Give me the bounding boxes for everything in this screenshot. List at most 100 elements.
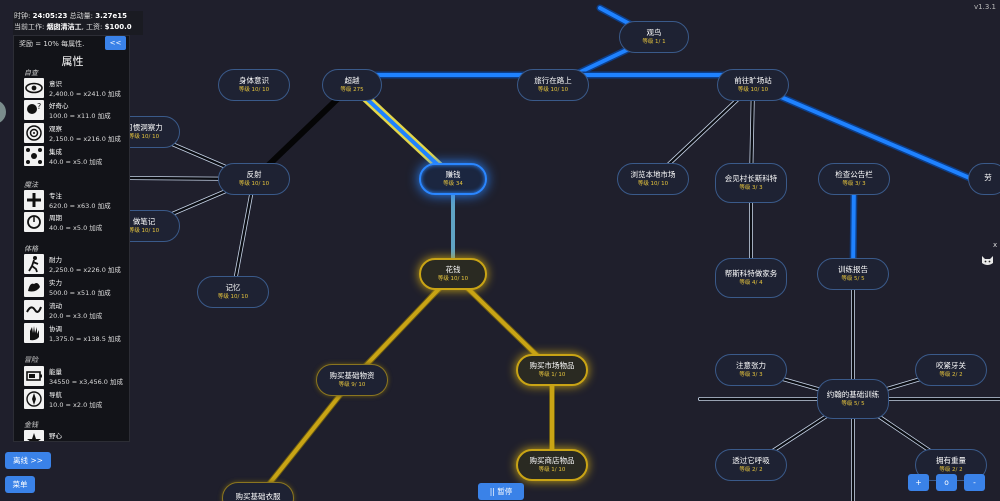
skill-node-qianwang[interactable]: 前往旷场站等级 10/ 10 (717, 69, 789, 101)
skill-node-chaoyue[interactable]: 超越等级 275 (322, 69, 382, 101)
hand-icon (24, 323, 44, 343)
skill-node-level: 等级 10/ 10 (737, 86, 769, 93)
reset-view-button[interactable]: o (936, 474, 957, 491)
skill-node-name: 约翰的基础训练 (826, 390, 880, 400)
attribute-value: 40.0 = x5.0 加成 (49, 224, 103, 232)
skill-node-huijian[interactable]: 会见村长斯科特等级 3/ 3 (715, 163, 787, 203)
skill-node-lvxing[interactable]: 旅行在路上等级 10/ 10 (517, 69, 589, 101)
attribute-name: 流动 (49, 302, 62, 310)
skill-node-guanniao[interactable]: 观鸟等级 1/ 1 (619, 21, 689, 53)
muscle-icon (24, 277, 44, 297)
skill-node-name: 身体意识 (239, 76, 269, 86)
attribute-value: 1,375.0 = x138.5 加成 (49, 335, 121, 343)
attribute-row[interactable]: 导航 10.0 = x2.0 加成 (24, 389, 129, 409)
attribute-value: 2,250.0 = x226.0 加成 (49, 266, 121, 274)
zoom-out-button[interactable]: - (964, 474, 985, 491)
skill-node-liulan[interactable]: 浏览本地市场等级 10/ 10 (617, 163, 689, 195)
skill-node-jiancha[interactable]: 检查公告栏等级 3/ 3 (818, 163, 890, 195)
skill-node-level: 等级 1/ 10 (538, 371, 566, 378)
offline-button[interactable]: 离线 >> (5, 452, 51, 469)
skill-node-shichang[interactable]: 购买市场物品等级 1/ 10 (516, 354, 588, 386)
skill-node-name: 透过它呼吸 (732, 456, 770, 466)
time-value: 24:05:23 (32, 12, 68, 20)
attribute-name: 意识 (49, 80, 62, 88)
skill-node-name: 劳 (984, 173, 992, 183)
attribute-name: 野心 (49, 432, 62, 440)
attribute-name: 导航 (49, 391, 62, 399)
skill-node-name: 旅行在路上 (534, 76, 572, 86)
skill-node-fanshe[interactable]: 反射等级 10/ 10 (218, 163, 290, 195)
skill-node-jiyi[interactable]: 记忆等级 10/ 10 (197, 276, 269, 308)
total-label: 总动量: (69, 12, 94, 20)
zoom-in-button[interactable]: + (908, 474, 929, 491)
skill-node-name: 咬紧牙关 (936, 361, 966, 371)
skill-node-name: 训练报告 (838, 265, 868, 275)
collapse-panel-button[interactable]: << (105, 36, 126, 50)
skill-node-level: 等级 10/ 10 (238, 180, 270, 187)
pause-button[interactable]: || 暂停 (478, 483, 524, 500)
target-icon (24, 123, 44, 143)
skill-node-xunlian[interactable]: 训练报告等级 5/ 5 (817, 258, 889, 290)
skill-node-name: 购买基础物资 (329, 371, 375, 381)
skill-node-level: 等级 10/ 10 (128, 227, 160, 234)
cat-icon[interactable] (981, 254, 994, 267)
attribute-name: 好奇心 (49, 102, 69, 110)
attribute-name: 集成 (49, 148, 62, 156)
skill-node-level: 等级 3/ 3 (739, 371, 763, 378)
attribute-name: 观察 (49, 125, 62, 133)
ambition-icon (24, 430, 44, 441)
skill-node-name: 帮斯科特做家务 (724, 269, 778, 279)
menu-button[interactable]: 菜单 (5, 476, 35, 493)
attribute-row[interactable]: 野心 (24, 430, 129, 441)
attribute-row[interactable]: 观察 2,150.0 = x216.0 加成 (24, 123, 129, 143)
skill-node-shangdian[interactable]: 购买商店物品等级 1/ 10 (516, 449, 588, 481)
skill-node-zhuyi[interactable]: 注意张力等级 3/ 3 (715, 354, 787, 386)
skill-node-goumai2[interactable]: 购买基础衣服 (222, 482, 294, 501)
skill-node-yaojin[interactable]: 咬紧牙关等级 2/ 2 (915, 354, 987, 386)
time-label: 时钟: (14, 12, 31, 20)
skill-node-laodong[interactable]: 劳 (968, 163, 1000, 195)
skill-node-yuehan[interactable]: 约翰的基础训练等级 5/ 5 (817, 379, 889, 419)
attribute-value: 500.0 = x51.0 加成 (49, 289, 111, 297)
attribute-row[interactable]: 周期 40.0 = x5.0 加成 (24, 212, 129, 232)
skill-node-name: 购买市场物品 (529, 361, 575, 371)
attribute-value: 2,150.0 = x216.0 加成 (49, 135, 121, 143)
skill-node-zhuanqian[interactable]: 赚钱等级 34 (419, 163, 487, 195)
battery-icon (24, 366, 44, 386)
attribute-row[interactable]: 协调 1,375.0 = x138.5 加成 (24, 323, 129, 343)
compass-icon (24, 389, 44, 409)
attribute-value: 10.0 = x2.0 加成 (49, 401, 103, 409)
attribute-name: 协调 (49, 325, 62, 333)
skill-node-goumai[interactable]: 购买基础物资等级 9/ 10 (316, 364, 388, 396)
skill-node-level: 等级 10/ 10 (437, 275, 469, 282)
job-value: 烟囱清洁工 (46, 23, 82, 31)
attribute-category: 冒险 (24, 356, 38, 364)
skill-node-name: 观鸟 (646, 28, 662, 38)
skill-node-level: 等级 9/ 10 (338, 381, 366, 388)
skill-node-huaqian[interactable]: 花钱等级 10/ 10 (419, 258, 487, 290)
attribute-name: 周期 (49, 214, 62, 222)
skill-node-level: 等级 10/ 10 (238, 86, 270, 93)
skill-node-level: 等级 2/ 2 (939, 371, 963, 378)
skill-node-shenti[interactable]: 身体意识等级 10/ 10 (218, 69, 290, 101)
skill-node-bangsi[interactable]: 帮斯科特做家务等级 4/ 4 (715, 258, 787, 298)
total-value: 3.27e15 (95, 12, 128, 20)
skill-node-name: 习惯洞察力 (125, 123, 163, 133)
close-side-button[interactable]: x (993, 241, 998, 249)
bonus-text: 奖励 = 10% 每属性. (19, 40, 85, 48)
left-drawer-handle[interactable] (0, 100, 6, 124)
version-label: v1.3.1 (974, 3, 996, 11)
attribute-category: 魔法 (24, 181, 38, 189)
skill-node-toutou[interactable]: 透过它呼吸等级 2/ 2 (715, 449, 787, 481)
eye-icon (24, 78, 44, 98)
skill-node-name: 注意张力 (736, 361, 766, 371)
